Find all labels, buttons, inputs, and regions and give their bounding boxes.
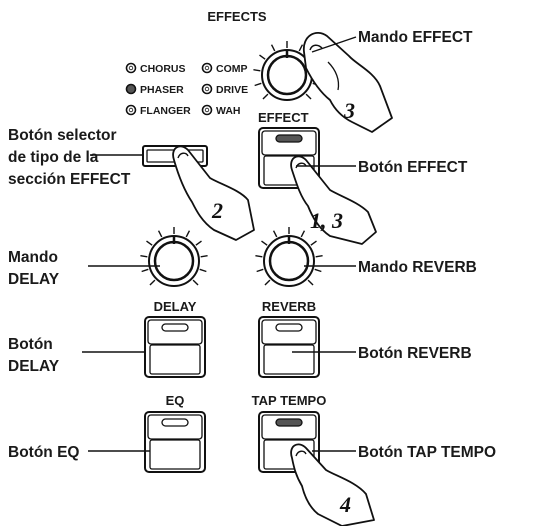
callout-selector-line2: de tipo de la: [8, 149, 99, 166]
callout-mando-reverb: Mando REVERB: [358, 259, 477, 276]
led-wah: WAH: [201, 104, 241, 117]
delay-footswitch[interactable]: [144, 316, 206, 378]
delay-knob[interactable]: [139, 226, 209, 287]
led-phaser: PHASER: [125, 83, 184, 96]
leader-lines: [82, 36, 357, 452]
callout-boton-delay-line1: Botón: [8, 336, 53, 353]
led-wah-label: WAH: [216, 105, 241, 117]
callout-boton-eq: Botón EQ: [8, 444, 79, 461]
led-chorus: CHORUS: [125, 62, 186, 75]
callout-boton-reverb: Botón REVERB: [358, 345, 472, 362]
led-drive-label: DRIVE: [216, 84, 248, 96]
eq-led: [161, 418, 189, 427]
callout-boton-delay-line2: DELAY: [8, 358, 60, 375]
callout-mando-effect: Mando EFFECT: [358, 29, 473, 46]
hand-icon-effect-button: 1, 3: [290, 155, 377, 245]
hand-icon-selector: 2: [172, 145, 255, 241]
led-phaser-label: PHASER: [140, 84, 184, 96]
step-3-knob: 3: [343, 98, 355, 123]
effects-title: EFFECTS: [207, 9, 267, 24]
tap-tempo-label: TAP TEMPO: [252, 393, 327, 408]
effect-led: [275, 134, 303, 143]
reverb-led: [275, 323, 303, 332]
step-2-selector: 2: [211, 198, 223, 223]
led-comp: COMP: [201, 62, 248, 75]
effect-footswitch[interactable]: [258, 127, 320, 189]
eq-label: EQ: [166, 393, 185, 408]
led-comp-label: COMP: [216, 63, 248, 75]
eq-footswitch[interactable]: [144, 411, 206, 473]
callout-selector-line1: Botón selector: [8, 127, 117, 144]
effect-button-label: EFFECT: [258, 110, 309, 125]
callout-selector-line3: sección EFFECT: [8, 171, 131, 188]
reverb-knob[interactable]: [254, 226, 324, 287]
callout-boton-effect: Botón EFFECT: [358, 159, 468, 176]
delay-led: [161, 323, 189, 332]
effect-type-leds: CHORUS COMP PHASER DRIVE FLANGER WAH: [125, 62, 248, 117]
effect-knob[interactable]: [252, 40, 322, 101]
hand-icon-tap-tempo: 4: [290, 443, 375, 526]
led-drive: DRIVE: [201, 83, 248, 96]
led-chorus-label: CHORUS: [140, 63, 186, 75]
step-1-3-effect: 1, 3: [310, 208, 343, 233]
callout-mando-delay-line2: DELAY: [8, 271, 60, 288]
reverb-label: REVERB: [262, 299, 316, 314]
callout-boton-tap-tempo: Botón TAP TEMPO: [358, 444, 496, 461]
delay-label: DELAY: [154, 299, 197, 314]
tap-tempo-led: [275, 418, 303, 427]
step-4-tap: 4: [339, 492, 351, 517]
led-flanger: FLANGER: [125, 104, 191, 117]
callout-mando-delay-line1: Mando: [8, 249, 58, 266]
hand-icon-effect-knob: 3: [303, 31, 393, 133]
reverb-footswitch[interactable]: [258, 316, 320, 378]
led-flanger-label: FLANGER: [140, 105, 191, 117]
